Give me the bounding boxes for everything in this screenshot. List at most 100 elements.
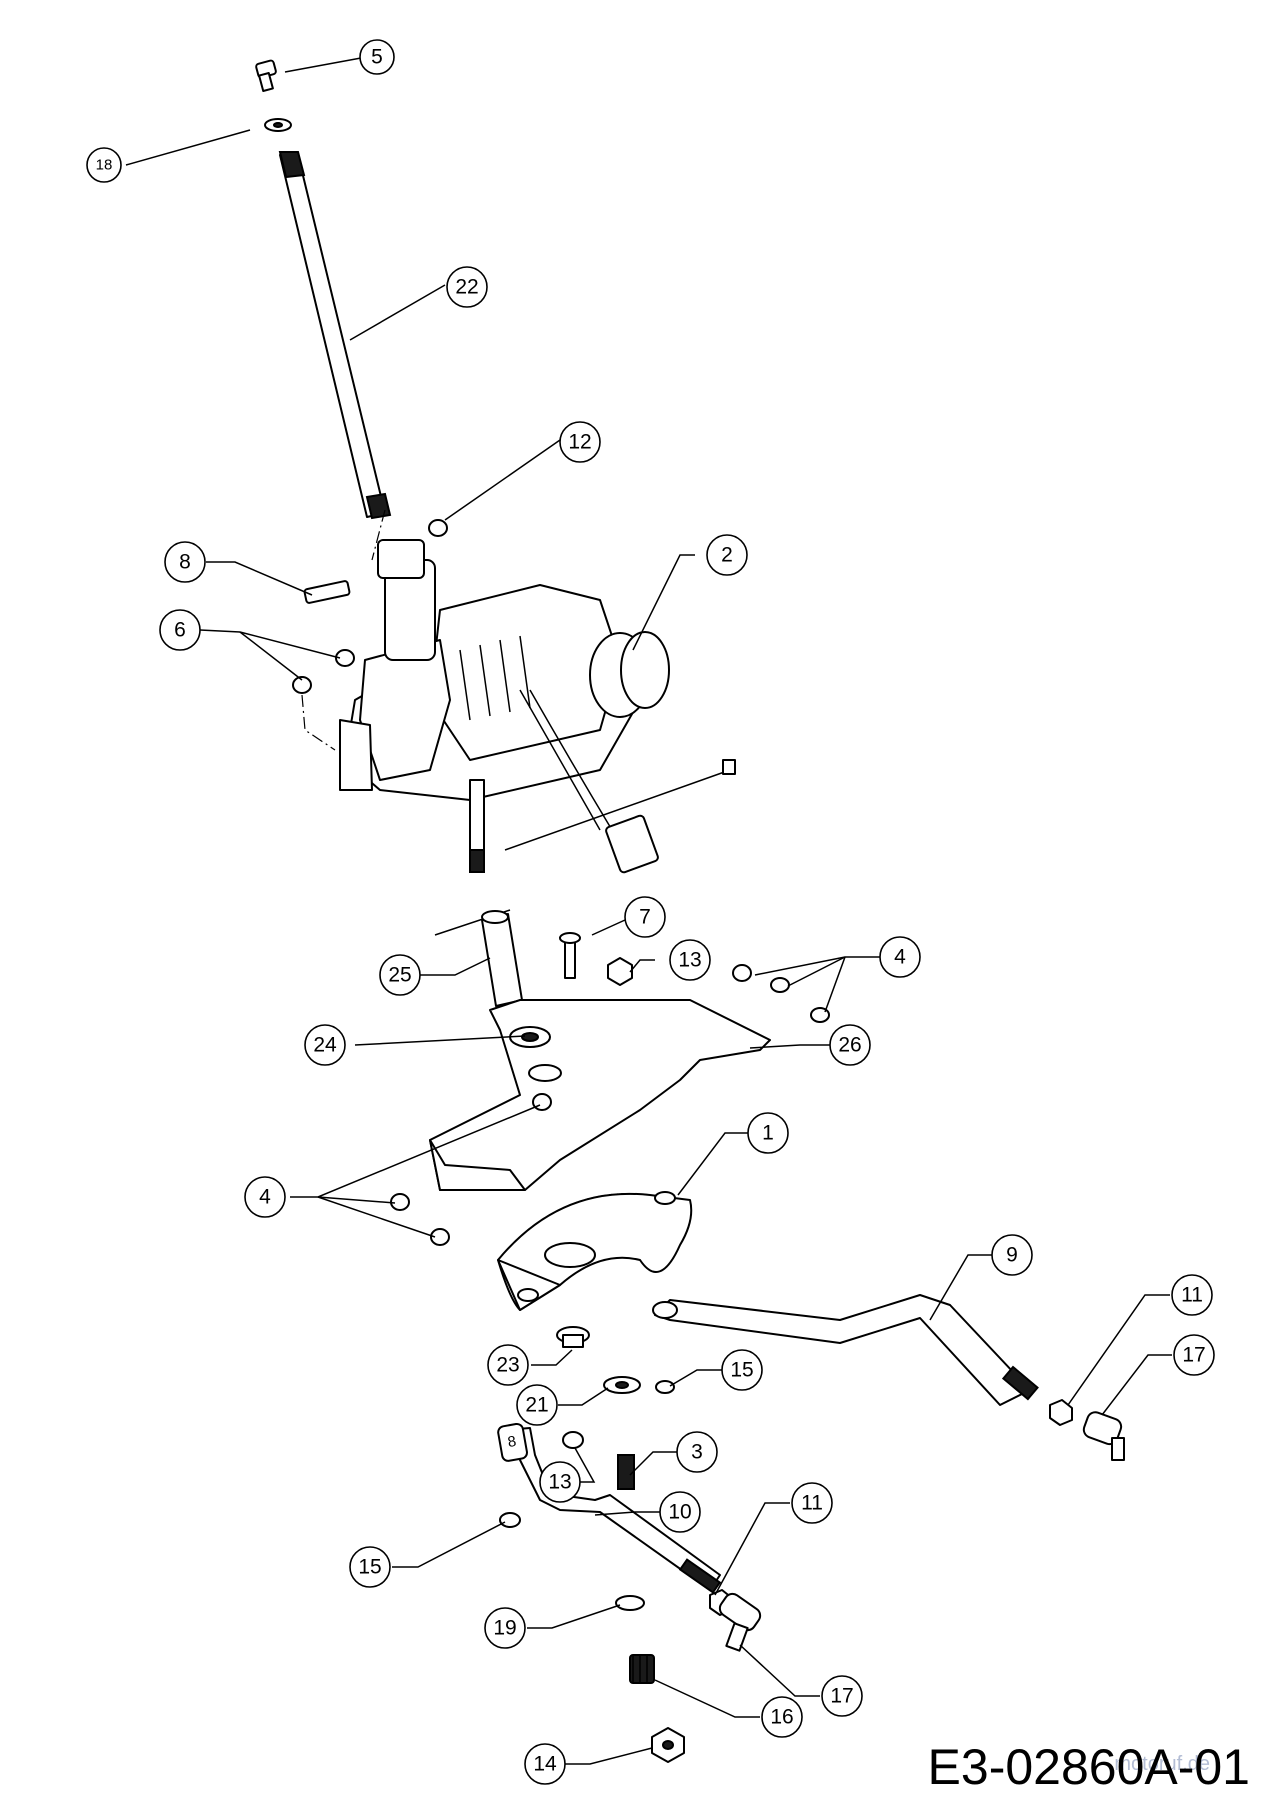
- nut: [562, 1431, 584, 1449]
- callout-15-lower[interactable]: 15: [349, 1546, 391, 1588]
- flat-washer: [615, 1595, 645, 1611]
- svg-text:19: 19: [493, 1617, 516, 1640]
- svg-text:17: 17: [830, 1685, 853, 1708]
- lock-nut: [428, 519, 448, 537]
- callout-8[interactable]: 8: [164, 541, 206, 583]
- callout-13[interactable]: 13: [669, 939, 711, 981]
- tie-rod: [497, 1422, 722, 1594]
- callout-8-tierod[interactable]: 8: [506, 1433, 517, 1451]
- sleeve-top: [481, 910, 509, 924]
- ball-joint: [718, 1592, 762, 1652]
- top-washer-hole: [273, 122, 283, 128]
- svg-text:11: 11: [801, 1492, 823, 1515]
- callout-9[interactable]: 9: [991, 1234, 1033, 1276]
- nut: [607, 957, 633, 986]
- svg-text:8: 8: [179, 551, 191, 574]
- steering-shaft: [278, 151, 392, 520]
- svg-text:8: 8: [506, 1433, 517, 1451]
- svg-text:1: 1: [762, 1122, 774, 1145]
- ball-joint: [1082, 1411, 1125, 1461]
- svg-text:7: 7: [639, 906, 651, 929]
- callout-7[interactable]: 7: [624, 896, 666, 938]
- steering-motor-assembly: [339, 539, 736, 874]
- bracket-bolt: [430, 1228, 450, 1246]
- svg-text:12: 12: [568, 431, 591, 454]
- clevis-pin-head: [559, 932, 581, 944]
- callout-17-lower[interactable]: 17: [821, 1675, 863, 1717]
- svg-text:16: 16: [770, 1706, 793, 1729]
- callout-17[interactable]: 17: [1173, 1334, 1215, 1376]
- svg-text:14: 14: [533, 1753, 557, 1776]
- callout-11-lower[interactable]: 11: [791, 1482, 833, 1524]
- callout-2[interactable]: 2: [706, 534, 748, 576]
- callout-12[interactable]: 12: [559, 421, 601, 463]
- callout-19[interactable]: 19: [484, 1607, 526, 1649]
- callout-21[interactable]: 21: [516, 1384, 558, 1426]
- drag-link: [652, 1294, 1039, 1406]
- svg-text:26: 26: [838, 1034, 861, 1057]
- mounting-bracket: [429, 999, 771, 1191]
- bracket-bolt: [532, 1093, 552, 1111]
- svg-text:24: 24: [313, 1034, 337, 1057]
- svg-text:5: 5: [371, 46, 383, 69]
- svg-text:17: 17: [1182, 1344, 1205, 1367]
- callout-3[interactable]: 3: [676, 1431, 718, 1473]
- sector-gear: [497, 1191, 693, 1311]
- pin: [303, 580, 351, 604]
- callout-11[interactable]: 11: [1171, 1274, 1213, 1316]
- svg-text:2: 2: [721, 544, 733, 567]
- nut-small: [655, 1380, 675, 1394]
- svg-text:18: 18: [96, 157, 113, 174]
- bushing-body: [562, 1334, 584, 1348]
- callout-6[interactable]: 6: [159, 609, 201, 651]
- svg-text:25: 25: [388, 964, 411, 987]
- leader-lines: [125, 57, 1172, 1765]
- svg-text:4: 4: [894, 946, 906, 969]
- callout-13-lower[interactable]: 13: [539, 1461, 581, 1503]
- svg-text:15: 15: [730, 1359, 753, 1382]
- flange-bolt: [335, 649, 355, 667]
- callout-18[interactable]: 18: [86, 147, 122, 183]
- svg-text:6: 6: [174, 619, 186, 642]
- callout-26[interactable]: 26: [829, 1024, 871, 1066]
- callout-10[interactable]: 10: [659, 1491, 701, 1533]
- flange-bolt: [292, 676, 312, 694]
- jam-nut: [1049, 1399, 1073, 1426]
- washer: [499, 1512, 521, 1528]
- bracket-bolt: [390, 1193, 410, 1211]
- flange-bushing-hole: [615, 1381, 629, 1389]
- callout-24[interactable]: 24: [304, 1024, 346, 1066]
- svg-text:15: 15: [358, 1556, 381, 1579]
- svg-text:4: 4: [259, 1186, 271, 1209]
- watermark: motoruf.de: [1114, 1753, 1210, 1775]
- callout-1[interactable]: 1: [747, 1112, 789, 1154]
- centerline: [301, 694, 336, 751]
- svg-text:11: 11: [1181, 1284, 1203, 1307]
- callout-15[interactable]: 15: [721, 1349, 763, 1391]
- pinion-gear: [629, 1654, 655, 1684]
- clevis-pin: [564, 939, 576, 979]
- callout-5[interactable]: 5: [359, 39, 395, 75]
- upper-bolts: [732, 964, 830, 1023]
- callout-25[interactable]: 25: [379, 954, 421, 996]
- svg-text:3: 3: [691, 1441, 703, 1464]
- svg-text:10: 10: [668, 1501, 691, 1524]
- callout-14[interactable]: 14: [524, 1743, 566, 1785]
- flange-nut-hole: [662, 1740, 674, 1750]
- callout-4[interactable]: 4: [879, 936, 921, 978]
- callout-4-lower[interactable]: 4: [244, 1176, 286, 1218]
- drawing-code: E3-02860A-01: [927, 1739, 1250, 1795]
- callout-23[interactable]: 23: [487, 1344, 529, 1386]
- shoulder-bolt: [617, 1454, 635, 1490]
- centerline: [371, 509, 386, 561]
- svg-text:23: 23: [496, 1354, 519, 1377]
- callout-22[interactable]: 22: [446, 266, 488, 308]
- top-bolt: [255, 59, 277, 93]
- callout-16[interactable]: 16: [761, 1696, 803, 1738]
- svg-text:9: 9: [1006, 1244, 1018, 1267]
- svg-text:13: 13: [548, 1471, 571, 1494]
- svg-text:13: 13: [678, 949, 701, 972]
- sleeve: [481, 913, 523, 1007]
